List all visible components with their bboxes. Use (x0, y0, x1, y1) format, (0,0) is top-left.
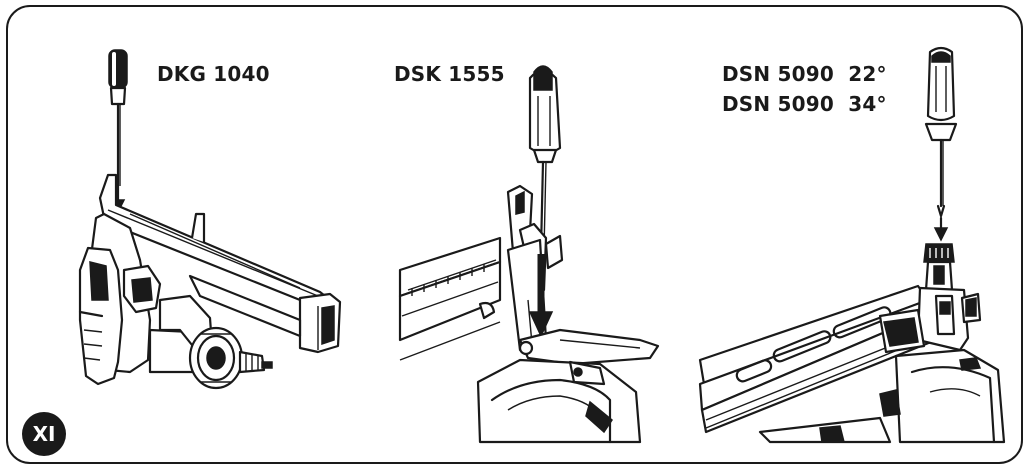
dsk-1555-tool-drawing (398, 65, 660, 444)
dkg-1040-tool-drawing (78, 49, 342, 390)
down-arrow-icon (528, 254, 554, 338)
model-label-dkg-1040: DKG 1040 (157, 62, 270, 86)
model-label-dsk-1555: DSK 1555 (394, 62, 505, 86)
model-label-dsn-5090-34: DSN 5090 34° (722, 92, 887, 116)
screwdriver-icon (528, 65, 562, 252)
model-label-dsn-5090-22: DSN 5090 22° (722, 62, 887, 86)
illustration-frame (6, 5, 1023, 464)
screwdriver-icon (108, 49, 128, 188)
screwdriver-icon (924, 46, 958, 218)
down-arrow-icon (933, 216, 949, 242)
step-badge: XI (22, 412, 66, 456)
dsn-5090-tool-drawing (698, 46, 1006, 444)
